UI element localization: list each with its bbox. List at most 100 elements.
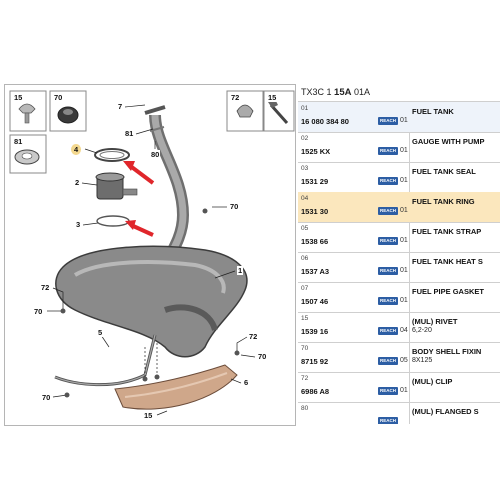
leader-lines xyxy=(47,104,256,416)
callout-72: 72 xyxy=(230,93,241,102)
leader-72-l xyxy=(52,287,64,310)
rivet-stem xyxy=(24,112,30,124)
grommet-hole xyxy=(63,109,73,115)
washer-hole xyxy=(21,152,33,160)
part-quantity: 04 xyxy=(400,327,408,334)
callout-72: 72 xyxy=(40,283,51,292)
filler-pipe-highlight xyxy=(151,114,187,267)
reach-badge: REACH xyxy=(378,207,398,215)
callout-81: 81 xyxy=(13,137,24,146)
leader-4 xyxy=(84,148,98,154)
reach-badge: REACH xyxy=(378,327,398,335)
fuel-tank-highlight xyxy=(73,260,226,294)
part-reference[interactable]: 1525 KX xyxy=(301,147,331,156)
catalog-suffix: 01A xyxy=(353,87,370,97)
leader-70-r xyxy=(240,354,256,358)
part-quantity: 01 xyxy=(400,147,408,154)
callout-3: 3 xyxy=(75,220,82,229)
line-number: 72 xyxy=(301,375,309,382)
line-number: 05 xyxy=(301,225,309,232)
reach-badge: REACH xyxy=(378,117,398,125)
part-quantity: 01 xyxy=(400,237,408,244)
part-description: (MUL) CLIP xyxy=(412,377,453,386)
part-quantity: 01 xyxy=(400,387,408,394)
part-spec: 6,2-20 xyxy=(412,327,432,334)
line-number: 70 xyxy=(301,345,309,352)
leader-3 xyxy=(82,222,99,226)
leader-5 xyxy=(100,334,110,348)
fastener-icon xyxy=(202,208,208,214)
callout-70: 70 xyxy=(53,93,64,102)
parts-diagram: 15 70 81 72 15 7 81 80 4 2 3 70 1 72 70 … xyxy=(4,84,296,426)
part-spec: 8X125 xyxy=(412,357,433,364)
leader-15-b xyxy=(156,410,168,416)
reach-badge: REACH xyxy=(378,417,398,424)
line-number: 02 xyxy=(301,135,309,142)
callout-15: 15 xyxy=(143,411,154,420)
part-reference[interactable]: 1538 66 xyxy=(301,237,329,246)
part-reference[interactable]: 1507 46 xyxy=(301,297,329,306)
fuel-tank-body xyxy=(55,245,248,358)
heat-shield xyxy=(114,364,238,410)
fuel-tank-strap-highlight xyxy=(54,334,156,386)
part-reference[interactable]: 8715 92 xyxy=(301,357,329,366)
part-quantity: 01 xyxy=(400,117,408,124)
part-reference[interactable]: 1531 29 xyxy=(301,177,329,186)
red-arrow-icon xyxy=(127,163,155,185)
part-reference[interactable]: 1531 30 xyxy=(301,207,329,216)
callout-80: 80 xyxy=(150,150,161,159)
callout-7: 7 xyxy=(117,102,124,111)
part-description: (MUL) FLANGED S xyxy=(412,407,479,416)
leader-7 xyxy=(124,104,146,108)
fastener-icon xyxy=(154,374,160,380)
callout-72: 72 xyxy=(248,332,259,341)
callout-6: 6 xyxy=(243,378,250,387)
reach-badge: REACH xyxy=(378,387,398,395)
line-number: 06 xyxy=(301,255,309,262)
callout-70: 70 xyxy=(257,352,268,361)
part-description: FUEL TANK xyxy=(412,107,454,116)
callout-70: 70 xyxy=(33,307,44,316)
callout-70: 70 xyxy=(229,202,240,211)
leader-1 xyxy=(214,270,236,279)
fastener-icon xyxy=(64,392,70,398)
line-number: 01 xyxy=(301,105,309,112)
part-reference[interactable]: 1537 A3 xyxy=(301,267,330,276)
part-description: FUEL TANK STRAP xyxy=(412,227,482,236)
part-description: BODY SHELL FIXIN xyxy=(412,347,482,356)
line-number: 80 xyxy=(301,405,309,412)
heat-shield-highlight xyxy=(124,372,228,398)
leader-2 xyxy=(81,182,98,186)
reach-badge: REACH xyxy=(378,357,398,365)
part-reference[interactable]: 1539 16 xyxy=(301,327,329,336)
reach-badge: REACH xyxy=(378,297,398,305)
callout-1: 1 xyxy=(237,266,244,275)
column-divider xyxy=(409,102,410,424)
part-description: FUEL TANK RING xyxy=(412,197,475,206)
part-quantity: 01 xyxy=(400,267,408,274)
leader-72-r xyxy=(236,336,248,353)
callout-70: 70 xyxy=(41,393,52,402)
callout-81: 81 xyxy=(124,129,135,138)
red-arrow-head xyxy=(123,161,135,171)
part-reference[interactable]: 6986 A8 xyxy=(301,387,330,396)
fastener-icon xyxy=(142,376,148,382)
line-number: 03 xyxy=(301,165,309,172)
gauge-float xyxy=(122,188,138,196)
callout-2: 2 xyxy=(74,178,81,187)
part-quantity: 01 xyxy=(400,177,408,184)
part-reference[interactable]: 16 080 384 80 xyxy=(301,117,349,126)
catalog-header: TX3C 1 15A 01A xyxy=(298,84,500,102)
